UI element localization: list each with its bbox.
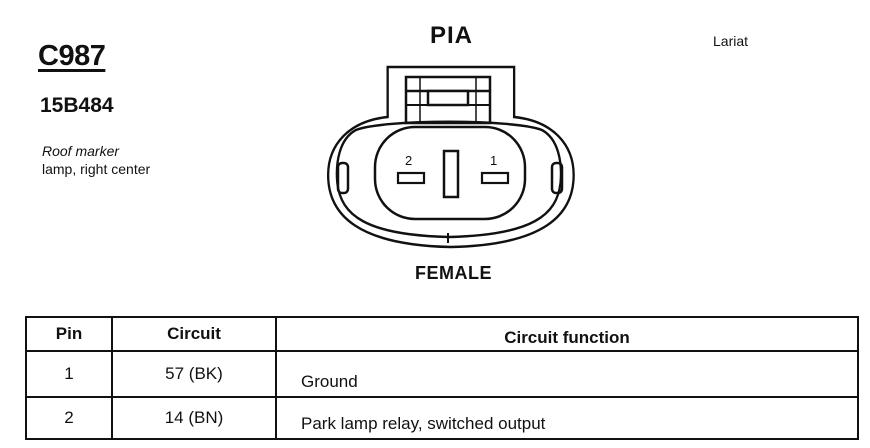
header-circuit: Circuit (111, 316, 277, 352)
trim-level: Lariat (713, 33, 749, 49)
header-circuit-function: Circuit function (275, 316, 859, 352)
connector-face-diagram: 2 1 (326, 65, 575, 249)
pin-cell: 2 (25, 396, 113, 440)
latch-tab (426, 89, 470, 107)
pin-table: Pin Circuit Circuit function 1 57 (BK) G… (25, 316, 859, 440)
connector-description: Roof marker lamp, right center (42, 142, 150, 178)
part-number: 15B484 (40, 94, 114, 117)
header-pin: Pin (25, 316, 113, 352)
center-key (442, 149, 460, 199)
latch-housing (404, 75, 492, 125)
pin-cell: 1 (25, 350, 113, 398)
description-line-1: Roof marker (42, 143, 120, 159)
location-code: PIA (430, 22, 474, 49)
circuit-cell: 14 (BN) (111, 396, 277, 440)
connector-gender: FEMALE (415, 263, 492, 283)
connector-id: C987 (38, 40, 106, 72)
side-rib-left (336, 161, 350, 195)
function-cell: Park lamp relay, switched output (275, 396, 859, 440)
function-cell: Ground (275, 350, 859, 398)
pin-label-2: 2 (405, 153, 412, 168)
pin-label-1: 1 (490, 153, 497, 168)
table-header-row: Pin Circuit Circuit function (25, 316, 859, 352)
pin-cavity (373, 125, 527, 221)
connector-shell (326, 65, 575, 249)
terminal-1 (480, 171, 510, 185)
terminal-2 (396, 171, 426, 185)
table-row: 2 14 (BN) Park lamp relay, switched outp… (25, 396, 859, 440)
circuit-cell: 57 (BK) (111, 350, 277, 398)
table-row: 1 57 (BK) Ground (25, 350, 859, 398)
description-line-2: lamp, right center (42, 161, 151, 177)
side-rib-right (550, 161, 564, 195)
